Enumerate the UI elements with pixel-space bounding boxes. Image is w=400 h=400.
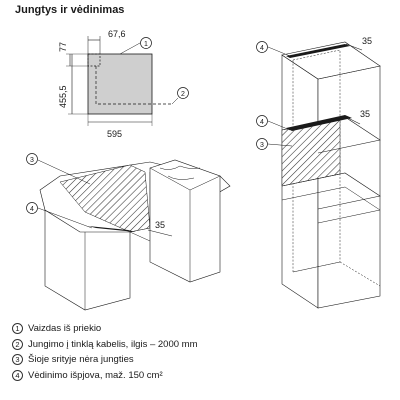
- tall-callout-4b-label: 4: [260, 119, 264, 126]
- legend-item: 3 Šioje srityje nėra jungties: [12, 352, 392, 368]
- cable-path: [95, 66, 172, 105]
- dim-width-label: 595: [107, 129, 122, 139]
- connection-box: [87, 53, 101, 67]
- right-cabinet: [149, 159, 221, 283]
- legend-text: Šioje srityje nėra jungties: [28, 354, 134, 366]
- legend-number: 2: [12, 338, 23, 350]
- cabinet-view: 35 3 4: [26, 153, 231, 311]
- callout-2-circle: [177, 87, 189, 99]
- vent-cutout: [88, 226, 136, 232]
- legend-text: Vėdinimo išpjova, maž. 150 cm²: [28, 369, 163, 381]
- front-view: 67,6 77 455,5 595 1 2: [58, 29, 189, 139]
- tall-dim-mid-label: 35: [360, 109, 370, 119]
- legend-text: Jungimo į tinklą kabelis, ilgis – 2000 m…: [28, 338, 198, 350]
- legend-text: Vaizdas iš priekio: [28, 323, 102, 335]
- tall-callout-4a-label: 4: [260, 45, 264, 52]
- tall-dim-top-label: 35: [362, 36, 372, 46]
- installation-diagram: 67,6 77 455,5 595 1 2: [26, 29, 381, 311]
- tall-callout-4a-circle: [256, 41, 268, 53]
- cabinet-dim-label: 35: [155, 220, 165, 230]
- dim-left-top-label: 77: [58, 42, 68, 52]
- legend: 1 Vaizdas iš priekio 2 Jungimo į tinklą …: [12, 321, 392, 383]
- page-title: Jungtys ir vėdinimas: [15, 4, 125, 16]
- tall-top: [281, 41, 381, 80]
- cabinet-callout-4-circle: [26, 202, 38, 214]
- legend-item: 2 Jungimo į tinklą kabelis, ilgis – 2000…: [12, 337, 392, 353]
- cabinet-callout-3-circle: [26, 153, 38, 165]
- tall-front-side: [317, 65, 381, 309]
- tall-mid-vent: [286, 115, 352, 131]
- legend-number: 3: [12, 354, 23, 366]
- dim-top-label: 67,6: [108, 29, 126, 39]
- appliance-front-outline: [87, 53, 153, 115]
- cabinet-callout-4-label: 4: [30, 206, 34, 213]
- tall-callout-3-label: 3: [260, 142, 264, 149]
- tall-cabinet-view: 35 35 4 4 3: [256, 36, 381, 309]
- legend-item: 4 Vėdinimo išpjova, maž. 150 cm²: [12, 368, 392, 384]
- tall-callout-3-circle: [256, 138, 268, 150]
- tall-callout-4b-circle: [256, 115, 268, 127]
- callout-1-label: 1: [144, 41, 148, 48]
- legend-number: 1: [12, 323, 23, 335]
- callout-2-label: 2: [181, 91, 185, 98]
- tall-top-vent: [286, 44, 350, 58]
- cabinet-callout-3-label: 3: [30, 157, 34, 164]
- callout-1-circle: [140, 37, 152, 49]
- legend-item: 1 Vaizdas iš priekio: [12, 321, 392, 337]
- dim-height-label: 455,5: [58, 85, 68, 108]
- legend-number: 4: [12, 369, 23, 381]
